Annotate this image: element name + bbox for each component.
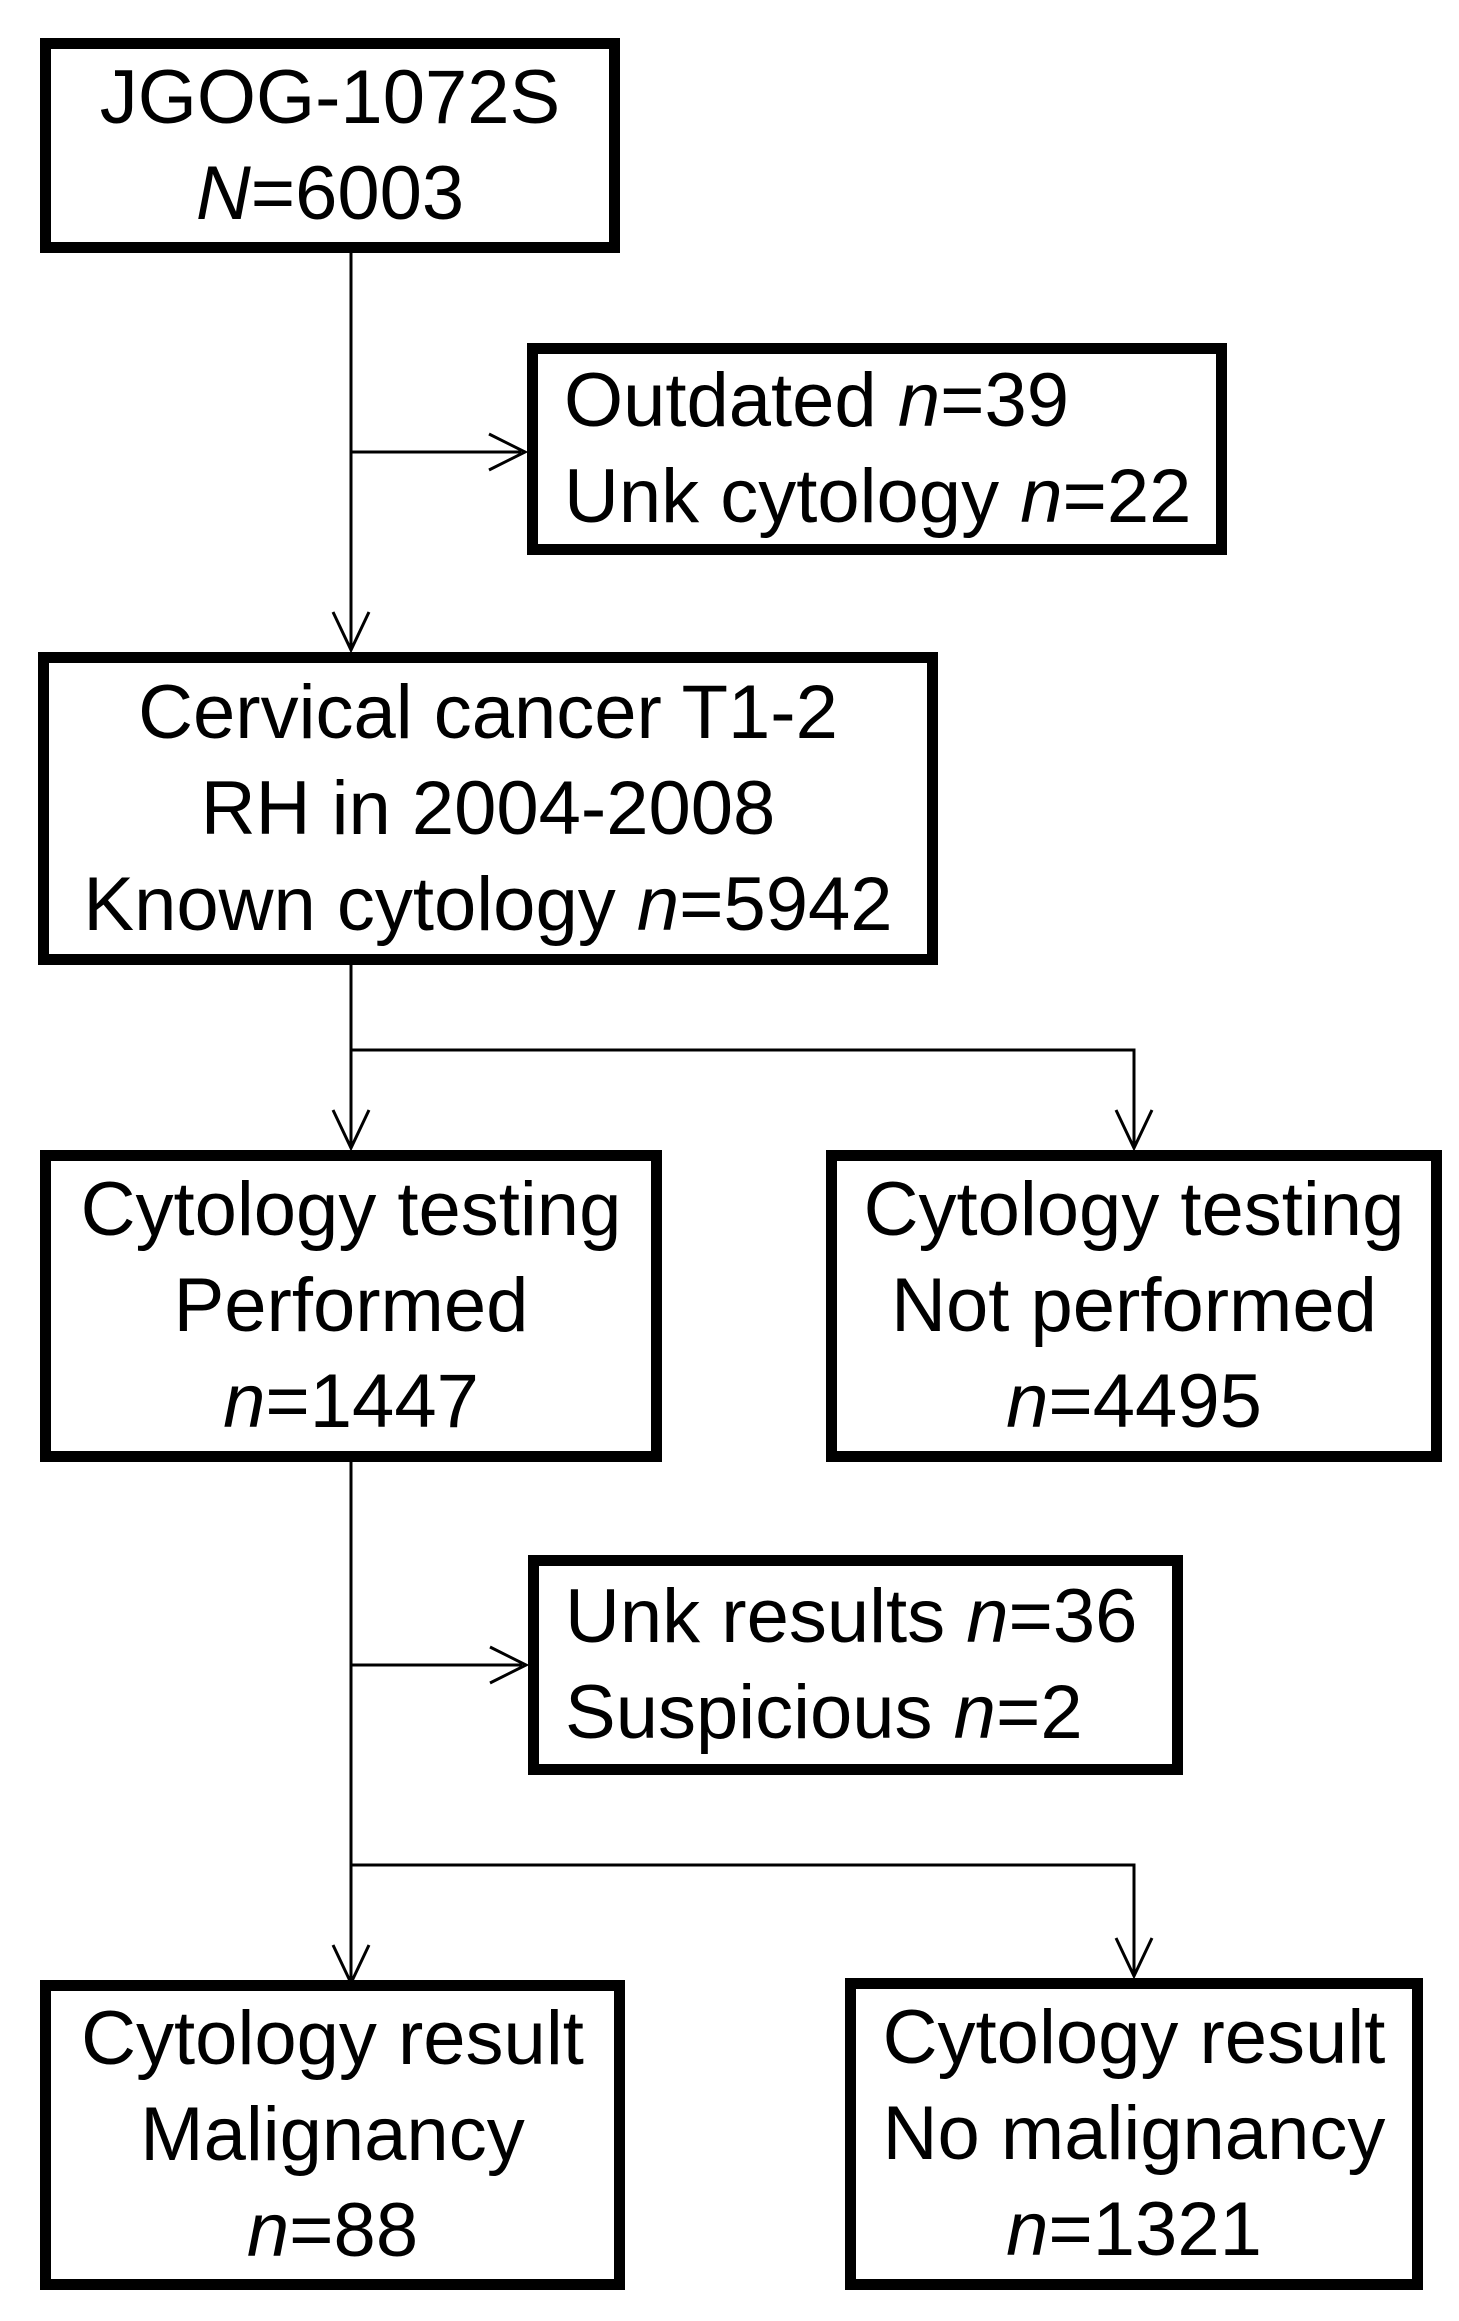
box-cytology-not-performed: Cytology testing Not performed n=4495 (826, 1150, 1442, 1462)
arrowhead-into-not-performed (1114, 1109, 1154, 1152)
connector-split1-right (351, 1048, 1136, 1146)
n-symbol: n (1006, 1359, 1049, 1444)
box-line: Outdated n=39 (564, 353, 1208, 449)
text-segment: Outdated (564, 358, 898, 443)
connector-split2-right (351, 1863, 1136, 1974)
box-line: n=1321 (864, 2182, 1404, 2278)
box-line: Not performed (845, 1258, 1423, 1354)
text-segment: =1447 (265, 1359, 479, 1444)
text-segment: =1321 (1048, 2187, 1262, 2272)
n-symbol: n (1020, 454, 1063, 539)
n-symbol: n (966, 1574, 1009, 1659)
text-segment: No malignancy (882, 2091, 1386, 2176)
text-segment: Cytology testing (80, 1167, 622, 1252)
box-line: Unk results n=36 (565, 1569, 1164, 1665)
n-symbol: n (1006, 2187, 1049, 2272)
n-symbol: n (897, 358, 941, 443)
box-result-no-malignancy: Cytology result No malignancy n=1321 (845, 1978, 1423, 2290)
text-segment: Known cytology (83, 861, 637, 947)
arrowhead-into-outdated (488, 432, 529, 472)
box-cytology-performed: Cytology testing Performed n=1447 (40, 1150, 662, 1462)
text-segment: =88 (289, 2188, 419, 2273)
n-symbol: n (223, 1359, 266, 1444)
arrowhead-into-eligible (331, 611, 371, 654)
box-line: No malignancy (864, 2086, 1404, 2182)
box-eligible: Cervical cancer T1-2 RH in 2004-2008 Kno… (38, 652, 938, 965)
text-segment: Cytology result (81, 1996, 584, 2081)
text-segment: Unk cytology (564, 454, 1021, 539)
box-line: Cytology testing (59, 1162, 643, 1258)
text-segment: =22 (1062, 454, 1192, 539)
n-symbol: n (953, 1670, 996, 1755)
box-line: Cervical cancer T1-2 (57, 665, 919, 761)
text-segment: =5942 (679, 861, 893, 947)
text-segment: Cytology testing (863, 1167, 1405, 1252)
box-line: Known cytology n=5942 (57, 857, 919, 953)
text-segment: Malignancy (140, 2092, 525, 2177)
box-line: Performed (59, 1258, 643, 1354)
box-line: Cytology testing (845, 1162, 1423, 1258)
box-enrollment: JGOG-1072S N=6003 (40, 38, 620, 253)
text-segment: =4495 (1048, 1359, 1262, 1444)
text-segment: Suspicious (565, 1670, 954, 1755)
arrowhead-into-performed (331, 1109, 371, 1152)
box-result-malignancy: Cytology result Malignancy n=88 (40, 1980, 625, 2290)
text-segment: Cervical cancer T1-2 (138, 669, 838, 755)
text-segment: Cytology result (882, 1995, 1386, 2080)
box-line: RH in 2004-2008 (57, 761, 919, 857)
text-segment: Not performed (891, 1263, 1377, 1348)
text-segment: Performed (173, 1263, 529, 1348)
box-line: Cytology result (864, 1990, 1404, 2086)
box-line: Unk cytology n=22 (564, 449, 1208, 545)
box-line: Malignancy (59, 2087, 606, 2183)
text-segment: =2 (995, 1670, 1083, 1755)
arrowhead-into-unk-results (489, 1645, 530, 1685)
box-line: n=4495 (845, 1354, 1423, 1450)
n-symbol: n (246, 2188, 290, 2273)
box-line: Suspicious n=2 (565, 1665, 1164, 1761)
arrowhead-into-no-malignancy (1114, 1937, 1154, 1980)
n-symbol: n (636, 861, 680, 947)
box-line: JGOG-1072S (59, 50, 601, 146)
box-line: N=6003 (59, 146, 601, 242)
n-symbol: N (195, 150, 251, 236)
box-excluded-unk-results: Unk results n=36 Suspicious n=2 (528, 1555, 1183, 1775)
box-line: Cytology result (59, 1991, 606, 2087)
text-segment: =36 (1008, 1574, 1138, 1659)
box-excluded-outdated: Outdated n=39 Unk cytology n=22 (527, 343, 1227, 555)
text-segment: Unk results (565, 1574, 967, 1659)
text-segment: =39 (940, 358, 1070, 443)
text-segment: RH in 2004-2008 (200, 765, 776, 851)
text-segment: JGOG-1072S (99, 54, 561, 140)
box-line: n=88 (59, 2183, 606, 2279)
text-segment: =6003 (250, 150, 465, 236)
box-line: n=1447 (59, 1354, 643, 1450)
